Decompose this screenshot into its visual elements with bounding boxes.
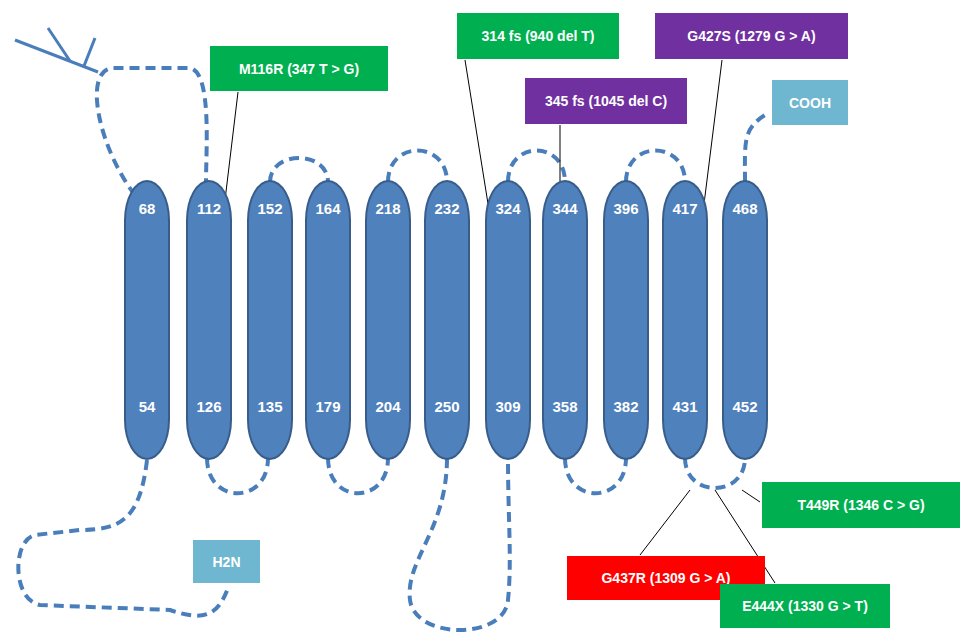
residue-number: 396 xyxy=(605,200,647,217)
mutation-box: G427S (1279 G > A) xyxy=(655,13,848,59)
transmembrane-helix: 417 431 xyxy=(662,180,708,460)
mutation-box: H2N xyxy=(193,540,260,583)
transmembrane-helix: 164 179 xyxy=(305,180,351,460)
transmembrane-helix: 152 135 xyxy=(247,180,293,460)
loop xyxy=(270,158,328,182)
loop xyxy=(410,458,510,630)
leader-line xyxy=(640,490,690,555)
mutation-box: E444X (1330 G > T) xyxy=(720,584,890,628)
loop xyxy=(97,68,207,195)
residue-number: 112 xyxy=(188,200,230,217)
transmembrane-helix: 68 54 xyxy=(124,180,170,460)
leader-line xyxy=(742,490,760,502)
residue-number: 179 xyxy=(307,398,349,415)
leader-lines xyxy=(210,60,775,583)
loop xyxy=(508,151,565,183)
residue-number: 324 xyxy=(487,200,529,217)
c-terminal-loop xyxy=(745,112,770,182)
mutation-label: T449R (1346 C > G) xyxy=(797,497,924,513)
n-terminal-loop xyxy=(18,460,228,616)
glycan-branch xyxy=(48,28,70,61)
mutation-label: 345 fs (1045 del C) xyxy=(545,93,667,109)
transmembrane-helix: 232 250 xyxy=(424,180,470,460)
residue-number: 358 xyxy=(544,398,586,415)
glycan-branch xyxy=(84,38,95,66)
loop xyxy=(328,458,388,493)
mutation-label: H2N xyxy=(212,554,240,570)
loop xyxy=(685,458,745,488)
mutation-label: 314 fs (940 del T) xyxy=(482,28,595,44)
loops xyxy=(18,68,770,630)
mutation-box: M116R (347 T > G) xyxy=(210,46,388,91)
mutation-box: T449R (1346 C > G) xyxy=(762,482,960,528)
mutation-label: G427S (1279 G > A) xyxy=(687,28,815,44)
transmembrane-helix: 112 126 xyxy=(186,180,232,460)
transmembrane-helix: 218 204 xyxy=(365,180,411,460)
residue-number: 218 xyxy=(367,200,409,217)
residue-number: 468 xyxy=(724,200,766,217)
residue-number: 204 xyxy=(367,398,409,415)
transmembrane-helix: 344 358 xyxy=(542,180,588,460)
residue-number: 382 xyxy=(605,398,647,415)
transmembrane-helix: 396 382 xyxy=(603,180,649,460)
mutation-box: 314 fs (940 del T) xyxy=(457,13,619,59)
residue-number: 250 xyxy=(426,398,468,415)
residue-number: 68 xyxy=(126,200,168,217)
residue-number: 431 xyxy=(664,398,706,415)
mutation-box: 345 fs (1045 del C) xyxy=(525,78,687,124)
mutation-box: COOH xyxy=(772,80,848,125)
residue-number: 152 xyxy=(249,200,291,217)
residue-number: 232 xyxy=(426,200,468,217)
mutation-label: COOH xyxy=(789,95,831,111)
residue-number: 164 xyxy=(307,200,349,217)
residue-number: 54 xyxy=(126,398,168,415)
mutation-label: G437R (1309 G > A) xyxy=(601,570,730,586)
loop xyxy=(565,458,626,493)
loop xyxy=(207,458,268,493)
mutation-label: M116R (347 T > G) xyxy=(239,61,359,77)
residue-number: 417 xyxy=(664,200,706,217)
residue-number: 452 xyxy=(724,398,766,415)
residue-number: 135 xyxy=(249,398,291,415)
transmembrane-helix: 324 309 xyxy=(485,180,531,460)
residue-number: 344 xyxy=(544,200,586,217)
residue-number: 309 xyxy=(487,398,529,415)
transmembrane-helix: 468 452 xyxy=(722,180,768,460)
mutation-label: E444X (1330 G > T) xyxy=(742,598,868,614)
loop xyxy=(626,151,685,183)
residue-number: 126 xyxy=(188,398,230,415)
glycan-symbol xyxy=(15,28,98,72)
loop xyxy=(388,151,447,183)
glycan-branch xyxy=(15,40,98,72)
